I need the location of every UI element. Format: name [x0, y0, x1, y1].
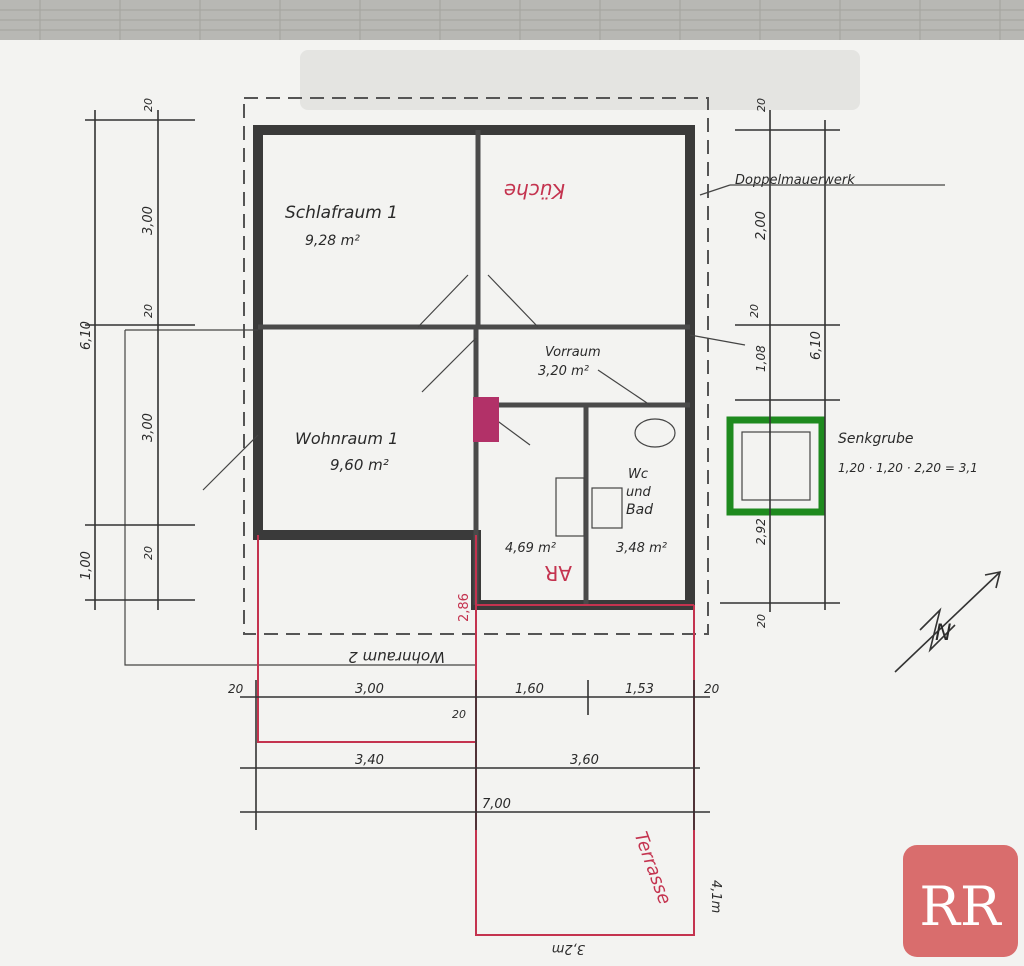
dim-right-total: 6,10 [809, 331, 824, 360]
dim-bottom-153: 1,53 [625, 682, 654, 697]
dim-terrasse-height: 4,1m [708, 880, 723, 913]
bad-label: Bad [626, 502, 653, 518]
schlafraum-area: 9,28 m² [305, 233, 360, 249]
dim-bottom-20-mid: 20 [452, 708, 466, 721]
und-label: und [626, 485, 651, 500]
wc-label: Wc [628, 467, 648, 482]
dim-bottom-300: 3,00 [355, 682, 384, 697]
dim-extension-height: 2,86 [457, 593, 472, 622]
dim-left-b: 3,00 [141, 413, 156, 442]
dim-bottom-700: 7,00 [482, 797, 511, 812]
vorraum-area: 3,20 m² [538, 364, 589, 379]
ziegel-annotation: Doppelmauerwerk [735, 173, 855, 188]
interior-walls [258, 130, 690, 605]
dim-bottom-160: 1,60 [515, 682, 544, 697]
terrasse-label: Terrasse [630, 829, 676, 907]
ziegel-leader [699, 184, 731, 196]
north-label: N [935, 621, 951, 646]
dim-right-a: 2,00 [754, 211, 769, 240]
dim-bottom-360: 3,60 [570, 753, 599, 768]
senkgrube-inner [741, 431, 811, 501]
wohnraum-label: Wohnraum 1 [295, 429, 398, 448]
dim-left-20c: 20 [142, 546, 155, 560]
senkgrube-formula: 1,20 · 1,20 · 2,20 = 3,1 [838, 461, 978, 475]
dim-left-20a: 20 [142, 98, 155, 112]
wohnraum2-label: Wohnraum 2 [348, 648, 445, 666]
ar-label: AR [544, 561, 572, 585]
bottom-dimension-lines [240, 680, 710, 830]
left-dimension-lines [85, 110, 195, 610]
rr-logo: RR [903, 845, 1018, 957]
ar-area: 4,69 m² [505, 541, 556, 556]
kueche-label: Küche [504, 179, 565, 203]
north-arrow [894, 570, 1002, 673]
bathroom-fixtures [555, 418, 676, 537]
logo-text: RR [919, 875, 1002, 938]
senkgrube-box [726, 416, 826, 516]
dim-right-20b: 20 [748, 304, 761, 318]
dim-right-b: 1,08 [754, 345, 768, 372]
dim-left-20b: 20 [142, 304, 155, 318]
dim-right-c: 2,92 [754, 518, 768, 545]
faded-letterhead [300, 50, 860, 110]
bad-area: 3,48 m² [616, 541, 667, 556]
left-extension [124, 329, 476, 666]
dim-right-20a: 20 [755, 98, 768, 112]
dim-bottom-20-right: 20 [704, 682, 720, 696]
vorraum-label: Vorraum [545, 345, 601, 360]
grid-lines [0, 0, 1024, 40]
dim-terrasse-width: 3,2m [552, 941, 585, 956]
dim-left-total: 6,10 [79, 321, 94, 350]
wohnraum-area: 9,60 m² [330, 456, 389, 474]
dim-left-a: 3,00 [141, 206, 156, 235]
dim-bottom-340: 3,40 [355, 753, 384, 768]
senkgrube-label: Senkgrube [838, 431, 914, 447]
dim-left-c: 1,00 [79, 551, 94, 580]
schlafraum-label: Schlafraum 1 [285, 203, 398, 223]
right-dimension-lines [720, 110, 840, 612]
dim-right-20c: 20 [755, 614, 768, 628]
door-swings [202, 274, 746, 491]
dim-bottom-20-left: 20 [228, 682, 244, 696]
chimney-block [473, 397, 499, 442]
